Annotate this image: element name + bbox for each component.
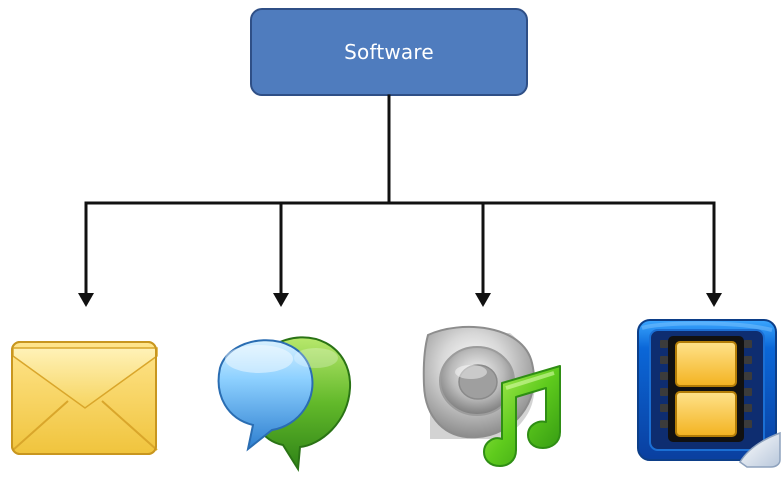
arrowhead-mail <box>78 293 94 307</box>
arrowhead-video <box>706 293 722 307</box>
arrowhead-chat <box>273 293 289 307</box>
arrowhead-music <box>475 293 491 307</box>
software-node: Software <box>250 8 528 96</box>
mail-icon <box>10 338 160 462</box>
chat-bubbles-icon <box>212 324 362 473</box>
video-film-icon <box>636 318 781 468</box>
speaker-music-icon <box>420 318 572 470</box>
software-node-label: Software <box>344 40 434 64</box>
